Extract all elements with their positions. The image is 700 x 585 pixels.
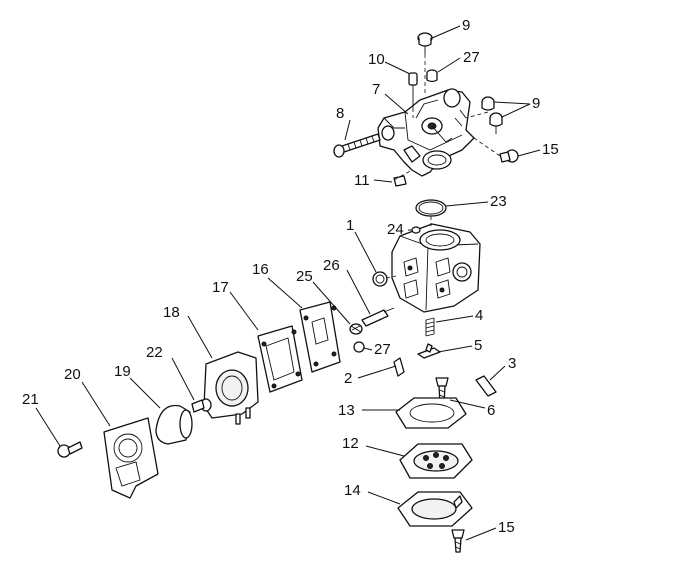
callout-26: 26	[323, 257, 340, 274]
callout-2: 2	[344, 370, 352, 387]
callout-14: 14	[344, 482, 361, 499]
callout-15b: 15	[498, 519, 515, 536]
part-3-pin	[475, 375, 497, 397]
callout-27b: 27	[374, 341, 391, 358]
part-13-gasket	[395, 397, 467, 429]
callout-1: 1	[346, 217, 354, 234]
part-10-pin	[408, 72, 418, 108]
callout-8: 8	[336, 105, 344, 122]
callout-16: 16	[252, 261, 269, 278]
part-27-cap-lower	[353, 341, 365, 353]
part-25-spring	[349, 323, 363, 335]
callout-25: 25	[296, 268, 313, 285]
callout-19: 19	[114, 363, 131, 380]
callout-27a: 27	[463, 49, 480, 66]
throttle-body-assembly	[377, 88, 475, 177]
part-15-screw-top	[499, 149, 519, 163]
part-17-plate	[257, 325, 303, 393]
part-26-needle	[361, 307, 395, 327]
callout-13: 13	[338, 402, 355, 419]
callout-12: 12	[342, 435, 359, 452]
part-27-cap-top	[426, 69, 438, 83]
carburetor-body	[391, 223, 481, 313]
callout-3: 3	[508, 355, 516, 372]
part-11-clip	[393, 175, 407, 187]
part-2-needle	[393, 357, 405, 377]
callout-18: 18	[163, 304, 180, 321]
callout-7: 7	[372, 81, 380, 98]
part-24-plug	[411, 226, 421, 234]
part-9-screw-top	[417, 32, 433, 54]
part-5-lever	[417, 343, 441, 359]
part-8-long-screw	[333, 133, 381, 158]
alignment-guides	[385, 54, 501, 279]
callout-22: 22	[146, 344, 163, 361]
callout-5: 5	[474, 337, 482, 354]
part-12-diaphragm	[399, 443, 473, 479]
callout-23: 23	[490, 193, 507, 210]
callout-6: 6	[487, 402, 495, 419]
part-1-plug	[372, 271, 388, 287]
part-16-gasket	[299, 301, 341, 373]
leader-lines	[35, 25, 541, 541]
callout-labels: 9 10 27 7 8 9 15 11 23 1 24 16 26 25 17 …	[22, 17, 559, 536]
part-4-spring	[425, 317, 435, 337]
part-19-primer-bulb	[155, 404, 193, 445]
callout-20: 20	[64, 366, 81, 383]
callout-21: 21	[22, 391, 39, 408]
part-9-screws-right	[481, 96, 503, 134]
part-20-cover-plate	[103, 417, 159, 499]
callout-9b: 9	[532, 95, 540, 112]
part-18-pump-housing	[203, 351, 259, 425]
callout-15a: 15	[542, 141, 559, 158]
part-15-screw-bottom	[451, 529, 465, 553]
callout-17: 17	[212, 279, 229, 296]
part-14-cover	[397, 491, 473, 527]
callout-4: 4	[475, 307, 483, 324]
callout-10: 10	[368, 51, 385, 68]
callout-11: 11	[354, 172, 370, 189]
part-23-o-ring	[415, 199, 447, 217]
callout-24: 24	[387, 221, 404, 238]
part-21-screw	[57, 441, 83, 458]
callout-9a: 9	[462, 17, 470, 34]
part-22-screw	[191, 398, 212, 413]
